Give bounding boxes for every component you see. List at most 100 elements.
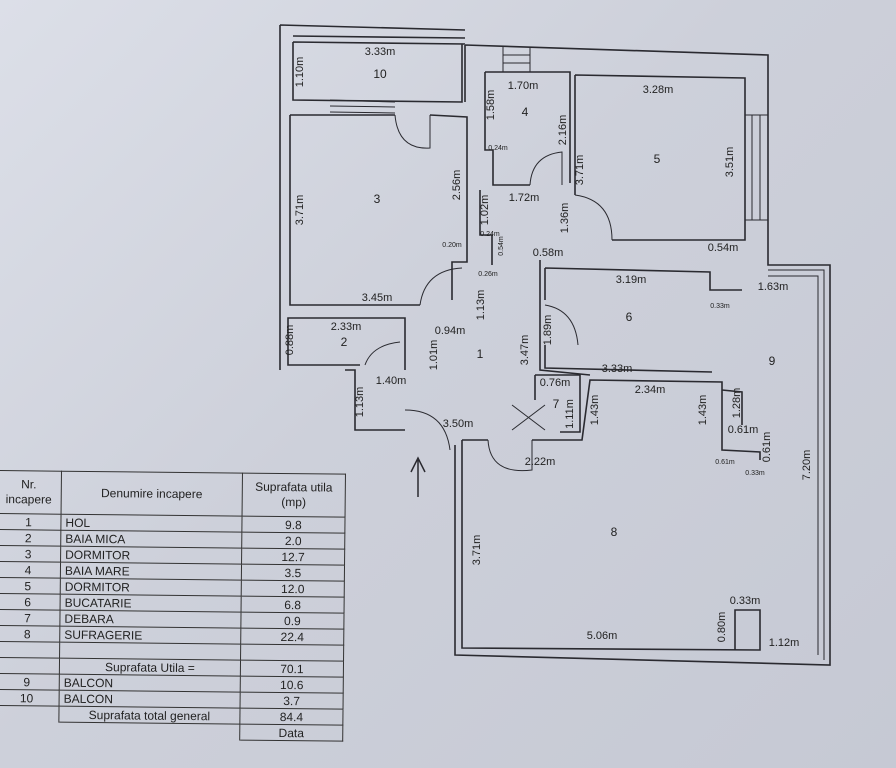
cell-name: BALCON [59,690,241,709]
useful-area-value: 70.1 [240,660,344,678]
door-living [487,439,533,472]
dimension-label: 0.33m [730,595,761,607]
room-7-walls [534,374,581,433]
room-number-label: 1 [477,347,484,361]
dimension-label: 3.71m [471,535,483,566]
cell-area: 12.0 [241,580,345,598]
dimension-label: 1.89m [542,315,554,346]
cell-nr: 8 [0,625,60,643]
dimension-label: 3.71m [574,155,586,186]
cell-nr: 1 [0,513,62,531]
door-entry [404,409,451,451]
dimension-label: 3.28m [643,84,674,96]
cell-nr: 2 [0,529,61,547]
balcony-10-railing [329,99,396,114]
cell-nr: 7 [0,609,61,627]
cell-name: HOL [60,514,243,533]
dimension-label: 3.47m [519,335,531,366]
dimension-label: 0.33m [745,470,765,477]
dimension-label: 1.43m [697,395,709,426]
dimension-label: 0.54m [498,236,505,256]
dimension-label: 1.36m [559,203,571,234]
dimension-label: 3.45m [362,292,393,304]
cell-area: 22.4 [240,628,344,646]
table-header: Nr. incapere Denumire incapere Suprafata… [0,470,346,518]
dimension-label: 1.12m [769,637,800,649]
cell-nr: 10 [0,689,60,707]
dimension-label: 0.94m [435,325,466,337]
cell-area: 12.7 [241,548,345,566]
dimension-label: 0.76m [540,377,571,389]
dimension-label: 3.19m [616,274,647,286]
cell-nr: 9 [0,673,60,691]
cell-nr: 4 [0,561,61,579]
dimension-label: 2.33m [331,321,362,333]
total-value: 84.4 [239,708,344,726]
door-bathroom-2 [364,341,401,366]
cell-nr: 3 [0,545,61,563]
door-storage [511,404,546,431]
cell-nr: 5 [0,577,61,595]
entry-arrow-icon [410,456,426,497]
dimension-label: 3.33m [365,46,396,58]
cell-area: 3.5 [241,564,345,582]
door-room-3-balcony [394,114,431,149]
dimension-label: 0.20m [442,242,462,249]
room-number-label: 8 [611,525,618,539]
dimension-label: 2.34m [635,384,666,396]
door-room-3 [419,267,463,306]
door-room-5 [574,194,613,241]
entry-stairs [502,47,531,72]
dimension-label: 0.26m [478,271,498,278]
dimension-label: 1.13m [475,290,487,321]
header-name: Denumire incapere [61,471,243,517]
dimension-label: 1.28m [731,388,743,419]
cell-name: BAIA MICA [60,530,242,549]
cell-name: BAIA MARE [60,562,242,581]
dimension-label: 0.58m [533,247,564,259]
dimension-label: 1.70m [508,80,539,92]
dimension-label: 0.80m [716,612,728,643]
room-number-label: 4 [522,105,529,119]
cell-area: 3.7 [240,692,344,710]
room-4-walls [484,71,571,186]
room-number-label: 2 [341,335,348,349]
dimension-label: 0.61m [728,424,759,436]
dimension-label: 1.72m [509,192,540,204]
room-number-label: 3 [374,192,381,206]
dimension-label: 1.02m [479,195,491,226]
room-5-window [745,114,769,221]
dimension-label: 1.13m [354,387,366,418]
date-label: Data [239,724,343,742]
hall-walls [287,190,591,431]
balcony-10-walls [279,24,466,370]
cell-name: DEBARA [59,610,242,629]
dimension-label: 1.58m [485,90,497,121]
dimension-label: 3.33m [602,363,633,375]
door-room-4 [529,151,563,186]
dimension-label: 0.61m [715,459,735,466]
dimension-label: 0.61m [761,432,773,463]
cell-name: DORMITOR [60,578,242,597]
outer-walls [454,44,831,666]
dimension-label: 2.22m [525,456,556,468]
header-nr: Nr. incapere [0,470,62,515]
room-number-label: 6 [626,310,633,324]
room-5-walls [574,74,746,241]
cell-name: DORMITOR [60,546,242,565]
dimension-label: 1.43m [589,395,601,426]
cell-area: 10.6 [240,676,344,694]
room-3-walls [289,114,468,306]
dimension-label: 1.40m [376,375,407,387]
room-number-label: 9 [769,354,776,368]
dimension-label: 7.20m [801,450,813,481]
dimension-label: 1.63m [758,281,789,293]
dimension-label: 0.24m [488,145,508,152]
room-number-label: 10 [373,67,387,81]
dimension-label: 3.51m [724,147,736,178]
cell-name: BALCON [59,674,241,693]
dimension-label: 2.16m [557,115,569,146]
date-row: Data [0,721,343,742]
